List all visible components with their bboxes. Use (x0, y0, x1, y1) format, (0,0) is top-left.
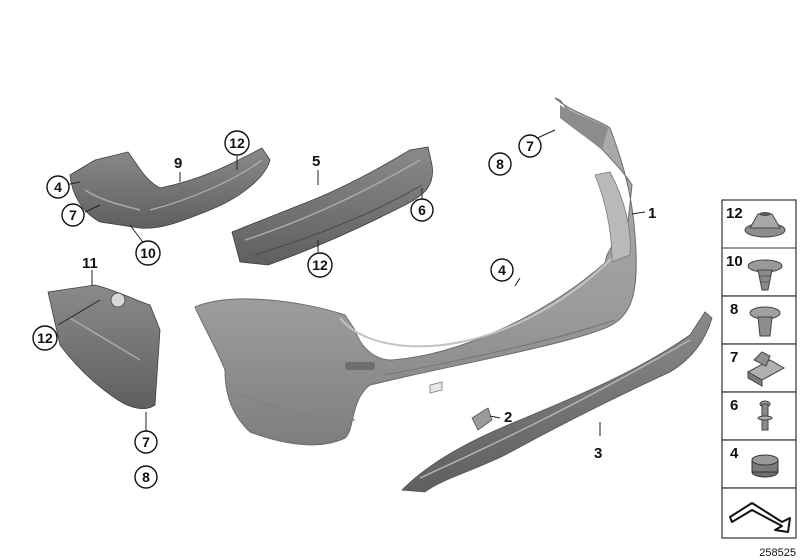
callout-10-circle (135, 240, 161, 266)
callout-12b: 12 (312, 257, 328, 273)
callout-12c: 12 (37, 330, 53, 346)
callout-7a: 7 (69, 207, 77, 223)
callout-8b-circle (134, 465, 158, 489)
callout-6: 6 (418, 202, 426, 218)
callout-12a-circle (224, 130, 250, 156)
callout-11: 11 (82, 255, 98, 272)
legend-label-12: 12 (726, 205, 743, 222)
center-bumper-bracket (231, 146, 433, 266)
direction-arrow-icon (729, 502, 791, 533)
expanding-rivet-icon (749, 306, 781, 337)
callout-5: 5 (312, 153, 320, 170)
callout-9: 9 (174, 155, 182, 172)
callout-7b: 7 (526, 138, 534, 154)
bumper-trim-panel (194, 97, 637, 446)
clip-nut-icon (746, 351, 786, 387)
callout-7c-circle (134, 430, 158, 454)
legend-label-6: 6 (730, 397, 738, 414)
callout-4b: 4 (498, 262, 506, 278)
callout-12b-circle (307, 252, 333, 278)
callout-2: 2 (504, 409, 512, 426)
bolt-icon (757, 400, 773, 431)
callout-8b: 8 (142, 469, 150, 485)
callout-12c-circle (32, 325, 58, 351)
fastener-legend: 12 10 8 7 6 4 (721, 199, 797, 539)
callout-10: 10 (140, 245, 156, 261)
callout-4a: 4 (54, 179, 62, 195)
lower-diffuser-trim (401, 311, 713, 493)
callout-6-circle (410, 198, 434, 222)
callout-7b-circle (518, 134, 542, 158)
callout-7a-circle (61, 203, 85, 227)
callout-4b-circle (490, 258, 514, 282)
legend-label-7: 7 (730, 349, 738, 366)
callout-8a-circle (488, 152, 512, 176)
nut-icon (744, 212, 786, 238)
callout-8a: 8 (496, 156, 504, 172)
catalog-number: 258525 (759, 547, 796, 559)
callout-1: 1 (648, 205, 656, 222)
grommet-icon (751, 454, 779, 478)
legend-label-4: 4 (730, 445, 739, 462)
callout-7c: 7 (142, 434, 150, 450)
screw-icon (747, 259, 783, 291)
callout-4a-circle (46, 175, 70, 199)
left-side-bracket (69, 147, 271, 229)
lower-left-bracket (47, 284, 161, 410)
legend-label-10: 10 (726, 253, 743, 270)
small-cover-cap (471, 407, 493, 431)
callouts: 1 2 3 4 4 5 6 7 7 7 8 8 9 10 11 12 12 12 (32, 130, 656, 489)
legend-label-8: 8 (730, 301, 738, 318)
callout-3: 3 (594, 445, 602, 462)
callout-12a: 12 (229, 135, 245, 151)
